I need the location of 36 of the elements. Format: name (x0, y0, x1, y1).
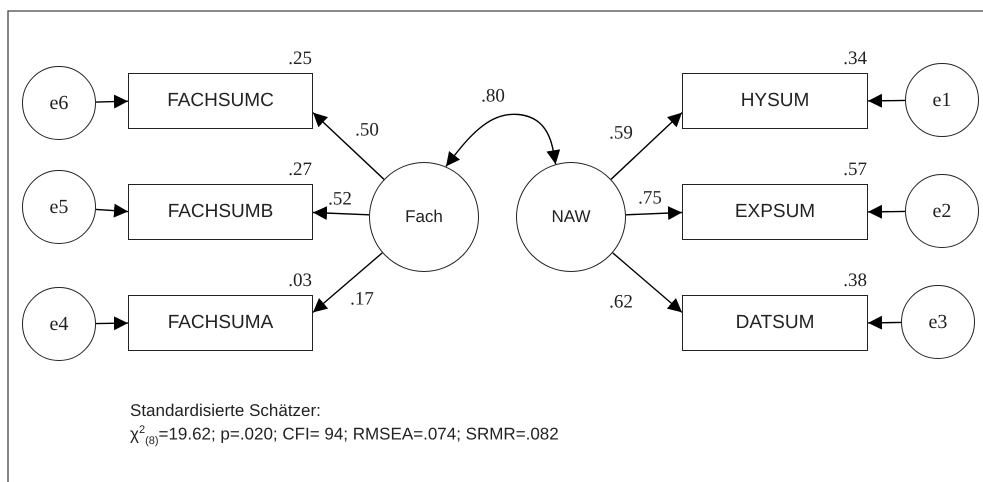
variable-name: e5 (50, 196, 68, 218)
r-squared-value: .57 (843, 159, 867, 181)
r-squared-value: .38 (843, 270, 867, 292)
arrow (868, 94, 906, 108)
arrow (312, 252, 383, 313)
arrow (312, 206, 370, 220)
r-squared-value: .27 (288, 159, 312, 181)
arrow (96, 204, 128, 218)
arrow (96, 316, 128, 330)
arrow (868, 316, 902, 330)
arrow (445, 114, 560, 167)
arrow (612, 252, 682, 313)
variable-name: FACHSUMA (168, 312, 274, 334)
arrow (626, 206, 682, 220)
variable-name: FACHSUMB (168, 201, 274, 223)
arrow (610, 112, 682, 180)
note-text: Standardisierte Schätzer: (130, 401, 321, 421)
variable-name: NAW (551, 207, 591, 227)
r-squared-value: .03 (288, 270, 312, 292)
variable-name: e2 (932, 200, 952, 222)
note-text: χ$^{2}$$_{(8)}$=19.62; p=.020; CFI= 94; RMSEA=.074; SRMR=.082 (130, 424, 559, 448)
variable-name: e1 (932, 88, 952, 112)
r-squared-value: .25 (288, 48, 312, 70)
variable-name: EXPSUM (734, 201, 816, 223)
variable-name: e4 (50, 312, 68, 336)
arrow (868, 204, 906, 219)
r-squared-value: .34 (843, 48, 867, 70)
variable-name: Fach (405, 207, 443, 227)
variable-name: e3 (928, 310, 948, 334)
variable-name: FACHSUMC (167, 90, 274, 112)
arrow (312, 112, 384, 180)
variable-name: e6 (50, 92, 68, 114)
edge-label: .52 (327, 190, 353, 208)
variable-name: DATSUM (736, 312, 814, 334)
variable-name: HYSUM (740, 90, 810, 112)
arrow (96, 94, 128, 109)
